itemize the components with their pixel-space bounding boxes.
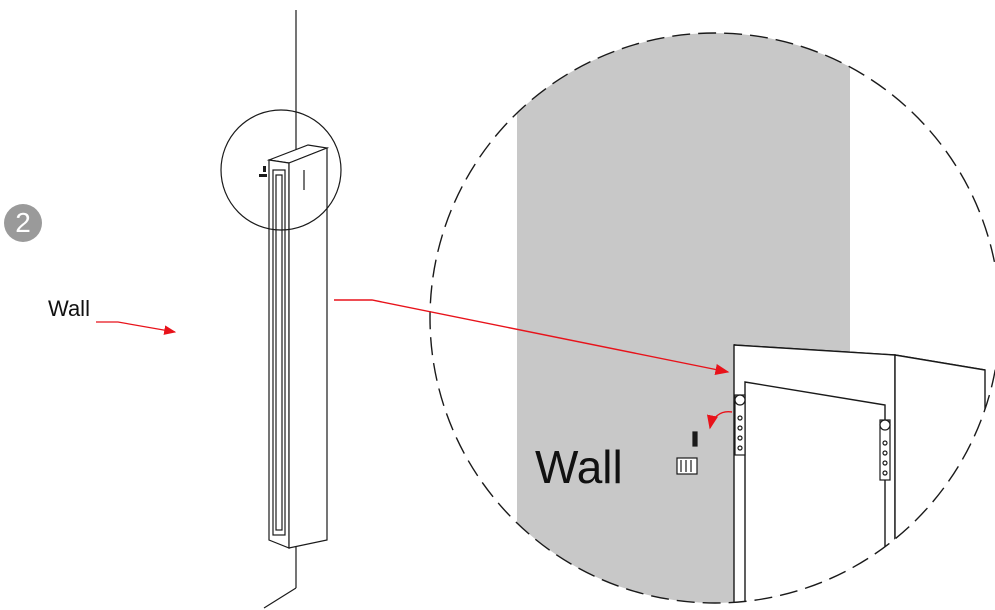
detail-circle [220,109,342,231]
curved-arrow [706,411,733,430]
magnifier-circle [429,32,995,604]
step-badge: 2 [4,204,42,242]
cabinet-overview [266,144,330,549]
wall-pointer-arrow [96,321,177,335]
bracket-left [734,394,746,456]
cabinet-detail [733,344,986,603]
hardware-small [259,166,267,177]
callout-arrow [334,299,730,375]
magnified-view [517,33,986,603]
wall-label-small: Wall [48,296,90,321]
wall-anchor-hardware [676,431,698,475]
wall-label-large: Wall [535,441,623,493]
bracket-right [879,419,891,481]
